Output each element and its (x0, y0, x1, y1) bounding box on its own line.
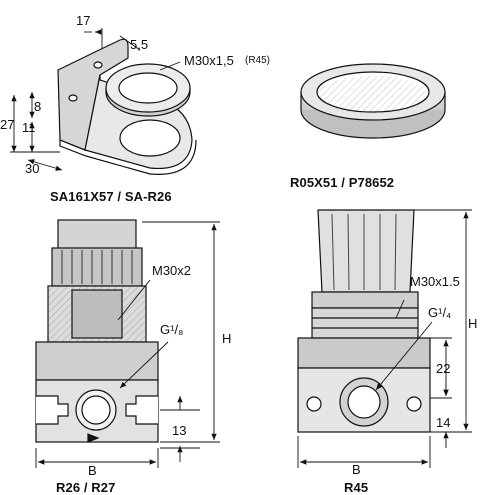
dim-30-label: 30 (25, 161, 40, 176)
dim-11-label: 11 (22, 120, 36, 135)
r45-width-label: B (352, 462, 361, 477)
r26-dim-13-label: 13 (172, 423, 187, 438)
bracket-thread-label: M30x1,5 (184, 53, 234, 68)
dim-27-label: 27 (0, 117, 15, 132)
r26-width-label: B (88, 463, 97, 478)
dim-5-5-label: 5,5 (130, 37, 149, 52)
r45-dimensions (297, 209, 472, 468)
dim-8-label: 8 (34, 99, 42, 114)
r26-dimensions (35, 221, 220, 468)
r45-caption: R45 (344, 480, 369, 495)
r26-caption: R26 / R27 (56, 480, 116, 495)
r45-height-label: H (468, 316, 478, 331)
dim-17-label: 17 (76, 13, 91, 28)
regulator-r26 (35, 219, 159, 443)
r45-dim-22-label: 22 (436, 361, 451, 376)
r26-thread-label: M30x2 (152, 263, 192, 278)
ring-nut (300, 63, 446, 139)
nut-caption: R05X51 / P78652 (290, 175, 395, 190)
r26-height-label: H (222, 331, 232, 346)
bracket-dimensions (10, 28, 181, 171)
r45-thread-label: M30x1.5 (410, 274, 460, 289)
mounting-bracket (57, 38, 197, 175)
bracket-thread-ref: (R45) (245, 55, 271, 66)
r45-dim-14-label: 14 (436, 415, 451, 430)
r45-port-label: G¹/₄ (428, 305, 452, 320)
r26-port-label: G¹/₈ (160, 322, 184, 337)
bracket-caption: SA161X57 / SA-R26 (50, 189, 172, 204)
regulator-r45 (297, 209, 431, 433)
